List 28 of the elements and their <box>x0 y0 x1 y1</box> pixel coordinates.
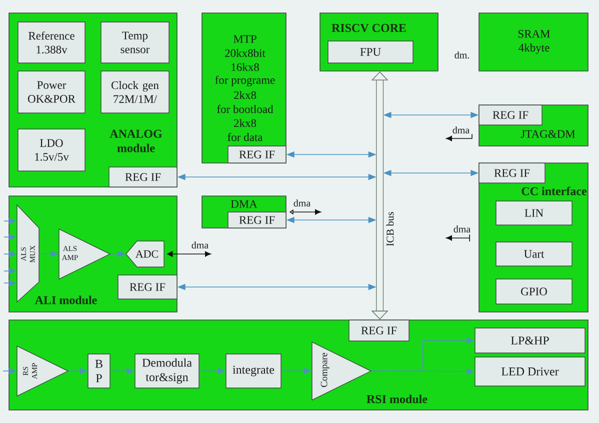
node-label: ICB bus <box>386 212 394 246</box>
block-box: Reference 1.388v <box>18 22 86 64</box>
signal-label: dma <box>454 225 470 233</box>
signal-label: dma <box>452 126 470 134</box>
block-box: LIN <box>496 200 572 226</box>
block-box: LP&HP <box>474 328 586 354</box>
block-box: GPIO <box>496 278 572 304</box>
block-box: REG IF <box>348 320 410 342</box>
signal-label: dm. <box>454 51 469 59</box>
block-box: REG IF <box>228 146 286 164</box>
block-box: Temp sensor <box>100 22 170 64</box>
block-box: Power OK&POR <box>18 70 86 114</box>
block-box: REG IF <box>108 166 178 188</box>
block-box: LDO 1.5v/5v <box>18 128 86 172</box>
bus-bar: ICB bus <box>376 79 394 312</box>
block-box: REG IF <box>478 162 546 184</box>
block-box: FPU <box>328 40 414 64</box>
module-box: SRAM 4kbyte <box>478 12 588 72</box>
block-box: REG IF <box>228 212 286 228</box>
adc-pentagon: ADC <box>126 240 164 268</box>
block-box: integrate <box>226 354 282 388</box>
block-box: Uart <box>496 242 572 266</box>
block-box: REG IF <box>478 104 542 126</box>
block-box: REG IF <box>118 274 178 300</box>
block-box: B P <box>88 354 110 388</box>
block-box: Clock gen 72M/1M/ <box>100 70 170 114</box>
block-box: LED Driver <box>474 356 586 386</box>
block-box: Demodula tor&sign <box>134 354 200 388</box>
